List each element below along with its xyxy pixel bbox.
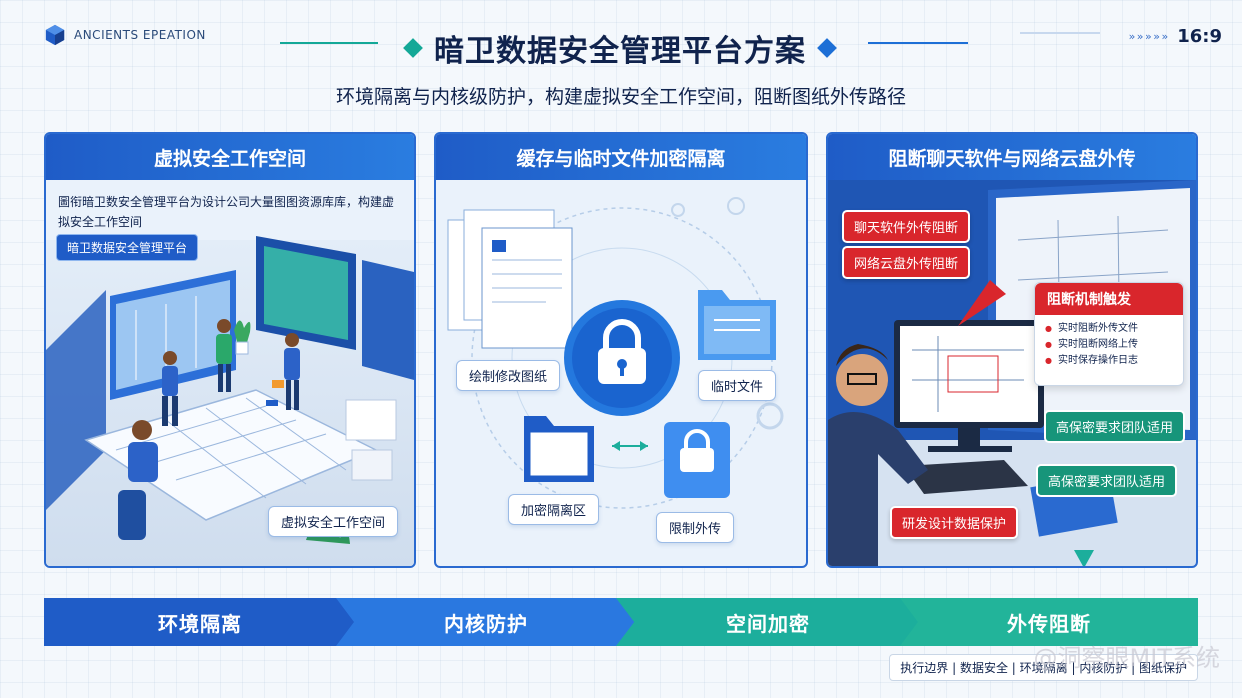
team-tag: 高保密要求团队适用 [1036, 464, 1178, 497]
draw-modify-label: 绘制修改图纸 [456, 360, 561, 391]
panel-virtual-workspace: 虚拟安全工作空间 [44, 132, 416, 568]
block-cloud-tag: 网络云盘外传阻断 [842, 246, 971, 279]
watermark: @洞察眼MIT系统 [1033, 644, 1220, 672]
block-chat-tag: 聊天软件外传阻断 [842, 210, 971, 243]
panel-block-transfer: 阻断聊天软件与网络云盘外传 聊 [826, 132, 1198, 568]
office-illustration [46, 236, 414, 566]
footer-tags: 执行边界 | 数据安全 | 环境隔离 | 内核防护 | 图纸保护 [889, 654, 1198, 681]
panel-cache-encryption: 缓存与临时文件加密隔离 [434, 132, 808, 568]
brand-name: ANCIENTS EPEATION [74, 28, 206, 42]
workspace-tag: 虚拟安全工作空间 [268, 506, 399, 537]
folder-icon [698, 290, 776, 360]
step-space-encryption: 空间加密 [616, 598, 920, 646]
list-item: 实时阻断外传文件 [1045, 321, 1173, 337]
trigger-alert-box: 阻断机制触发 实时阻断外传文件 实时阻断网络上传 实时保存操作日志 [1034, 282, 1184, 386]
title-left-divider [280, 42, 378, 44]
lock-icon [664, 422, 730, 498]
lock-icon [598, 319, 646, 384]
panel-body: 圖衔暗卫数安全管理平台为设计公司大量图图资源库库，构建虚拟安全工作空间 暗卫数据… [46, 180, 414, 566]
ratio-group: » » » » » 16:9 [1129, 26, 1222, 47]
panel-title: 虚拟安全工作空间 [46, 134, 414, 180]
encrypt-zone-label: 加密隔离区 [508, 494, 600, 525]
diamond-icon [403, 38, 423, 58]
cube-logo-icon [45, 24, 65, 46]
panel-title: 缓存与临时文件加密隔离 [436, 134, 806, 180]
title-group: 暗卫数据安全管理平台方案 [280, 26, 960, 70]
brand-logo: ANCIENTS EPEATION [44, 24, 206, 46]
panel-title: 阻断聊天软件与网络云盘外传 [828, 134, 1196, 180]
document-icon [447, 209, 573, 349]
step-transfer-block: 外传阻断 [900, 598, 1198, 646]
panel-body: 绘制修改图纸 临时文件 加密隔离区 限制外传 [436, 180, 806, 566]
encryption-illustration [447, 197, 784, 509]
step-kernel-protection: 内核防护 [336, 598, 636, 646]
limit-transfer-label: 限制外传 [656, 512, 735, 543]
step-environment-isolation: 环境隔离 [44, 598, 356, 646]
chevrons-icon: » » » » » [1128, 30, 1169, 43]
list-item: 实时保存操作日志 [1045, 353, 1173, 369]
aspect-ratio-label: 16:9 [1177, 26, 1222, 47]
list-item: 实时阻断网络上传 [1045, 337, 1173, 353]
page-subtitle: 环境隔离与内核级防护，构建虚拟安全工作空间，阻断图纸外传路径 [335, 86, 906, 108]
team-tag: 高保密要求团队适用 [1044, 410, 1186, 443]
top-right-stripe [1020, 32, 1100, 34]
diamond-icon [817, 38, 837, 58]
trigger-list: 实时阻断外传文件 实时阻断网络上传 实时保存操作日志 [1035, 315, 1183, 375]
title-right-divider [868, 42, 968, 44]
trigger-title: 阻断机制触发 [1035, 283, 1183, 315]
platform-tag: 暗卫数据安全管理平台 [56, 234, 199, 261]
protect-tag: 研发设计数据保护 [890, 506, 1019, 539]
temp-file-label: 临时文件 [698, 370, 777, 401]
panel-description: 圖衔暗卫数安全管理平台为设计公司大量图图资源库库，构建虚拟安全工作空间 [58, 195, 395, 229]
panel-body: 聊天软件外传阻断 网络云盘外传阻断 阻断机制触发 实时阻断外传文件 实时阻断网络… [828, 180, 1196, 566]
page-title: 暗卫数据安全管理平台方案 [434, 34, 806, 69]
folder-icon [524, 416, 594, 482]
